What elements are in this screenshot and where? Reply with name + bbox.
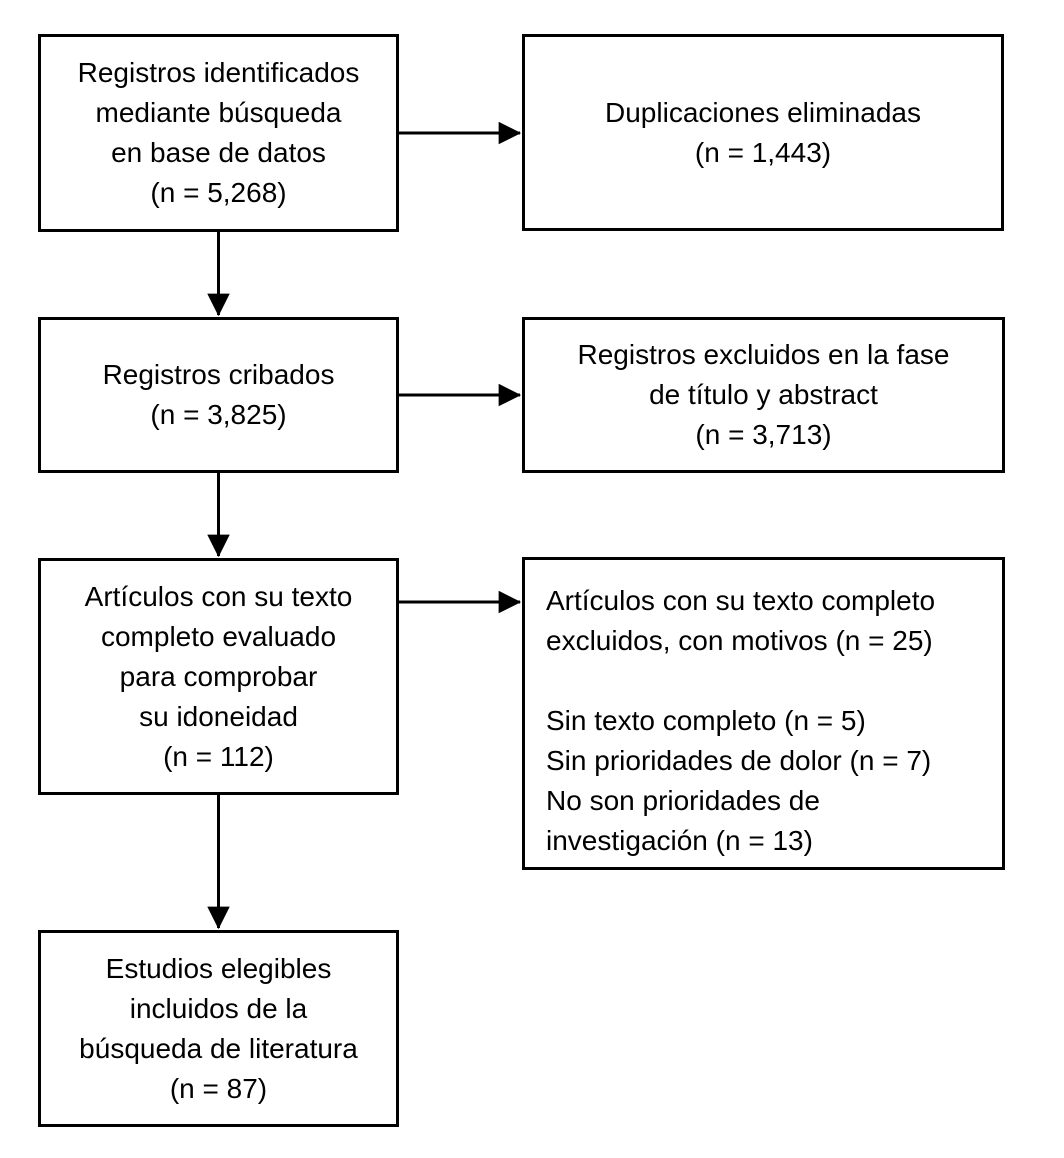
flow-box-records-identified: Registros identificados mediante búsqued… bbox=[38, 34, 399, 232]
flow-box-duplicates-removed: Duplicaciones eliminadas (n = 1,443) bbox=[522, 34, 1004, 231]
flow-box-fulltext-excluded: Artículos con su texto completo excluido… bbox=[522, 557, 1005, 870]
flow-box-fulltext-excluded-label: Artículos con su texto completo excluido… bbox=[546, 585, 936, 856]
flow-box-fulltext-assessed: Artículos con su texto completo evaluado… bbox=[38, 558, 399, 795]
flow-box-studies-included: Estudios elegibles incluidos de la búsqu… bbox=[38, 930, 399, 1127]
flow-box-records-screened-label: Registros cribados (n = 3,825) bbox=[102, 359, 335, 430]
flow-box-records-identified-label: Registros identificados mediante búsqued… bbox=[77, 57, 360, 208]
flow-box-duplicates-removed-label: Duplicaciones eliminadas (n = 1,443) bbox=[605, 96, 921, 168]
flow-box-studies-included-label: Estudios elegibles incluidos de la búsqu… bbox=[79, 952, 358, 1104]
flow-box-excluded-title-abstract: Registros excluidos en la fase de título… bbox=[522, 317, 1005, 473]
flow-box-excluded-title-abstract-label: Registros excluidos en la fase de título… bbox=[577, 339, 950, 450]
flow-box-records-screened: Registros cribados (n = 3,825) bbox=[38, 317, 399, 473]
flow-box-fulltext-assessed-label: Artículos con su texto completo evaluado… bbox=[84, 580, 353, 772]
